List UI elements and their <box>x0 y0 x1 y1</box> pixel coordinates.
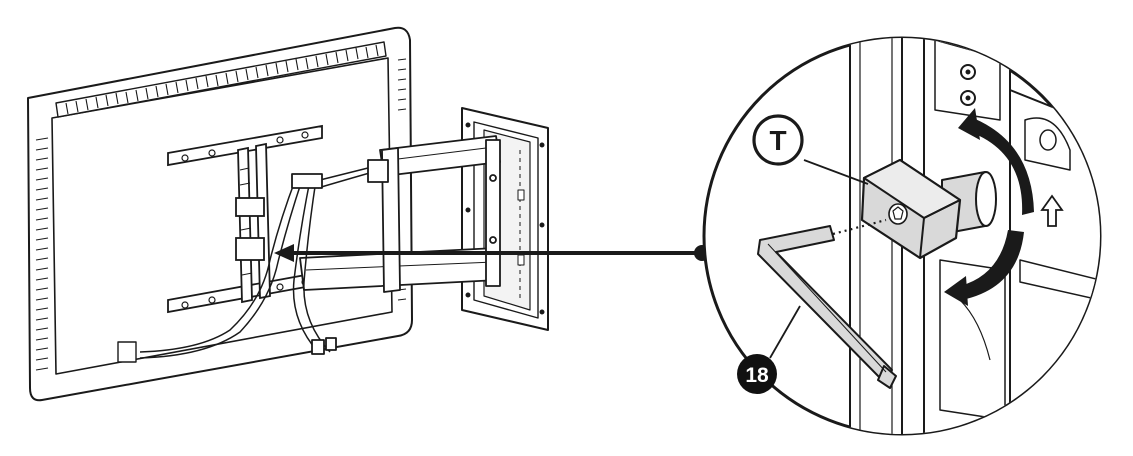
rotate-arrow-icon <box>944 108 1034 306</box>
top-vents <box>65 44 379 115</box>
leader-line-t <box>803 159 869 185</box>
label-18: 18 <box>745 364 769 387</box>
tv-mount-brackets <box>167 124 323 314</box>
label-18-callout: 18 <box>737 354 777 394</box>
label-t-callout: T <box>752 114 804 166</box>
up-arrow-icon <box>1040 194 1064 227</box>
label-t: T <box>769 125 786 156</box>
leader-line-18 <box>769 305 801 359</box>
articulating-arm <box>139 135 501 359</box>
tv-rear-view <box>27 26 413 402</box>
side-vents <box>35 58 407 371</box>
